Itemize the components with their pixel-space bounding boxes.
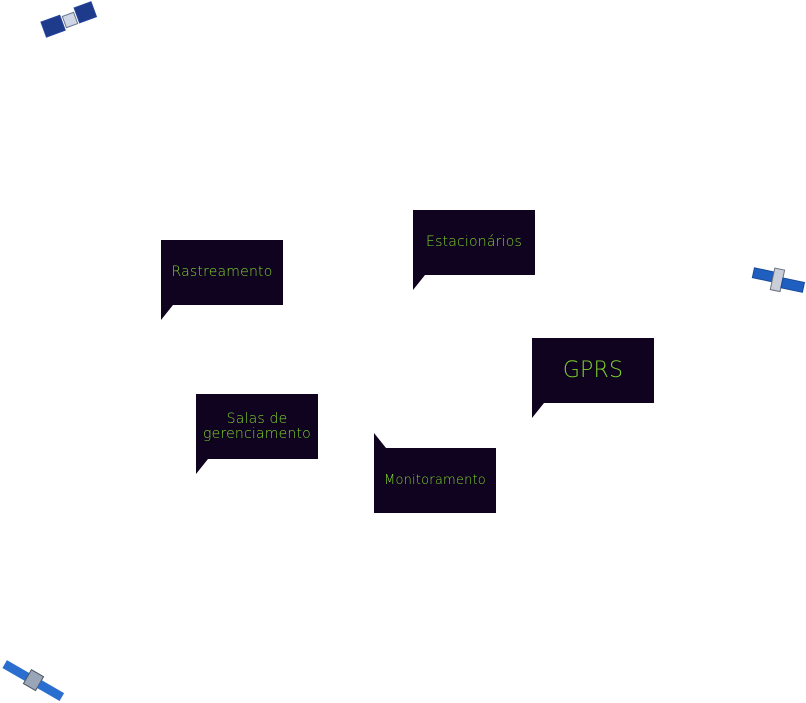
bubble-monitoramento[interactable]: Monitoramento (374, 448, 496, 513)
bubble-gprs[interactable]: GPRS (532, 338, 654, 403)
bubble-label: Monitoramento (384, 473, 486, 488)
bubble-tail (413, 275, 425, 290)
bubble-tail (374, 433, 386, 448)
satellite-icon-right (750, 265, 806, 300)
bubble-tail (196, 459, 208, 474)
satellite-icon-top-left (40, 0, 100, 40)
satellite-icon-bottom-left (0, 660, 66, 703)
bubble-label-line1: Salas de (227, 412, 288, 427)
bubble-salas-de-gerenciamento[interactable]: Salas de gerenciamento (196, 394, 318, 459)
bubble-label: GPRS (563, 363, 623, 378)
bubble-tail (161, 305, 173, 320)
bubble-rastreamento[interactable]: Rastreamento (161, 240, 283, 305)
bubble-label-line2: gerenciamento (203, 427, 311, 442)
bubble-label: Estacionários (426, 235, 522, 250)
bubble-tail (532, 403, 544, 418)
bubble-label: Rastreamento (171, 265, 272, 280)
bubble-estacionarios[interactable]: Estacionários (413, 210, 535, 275)
